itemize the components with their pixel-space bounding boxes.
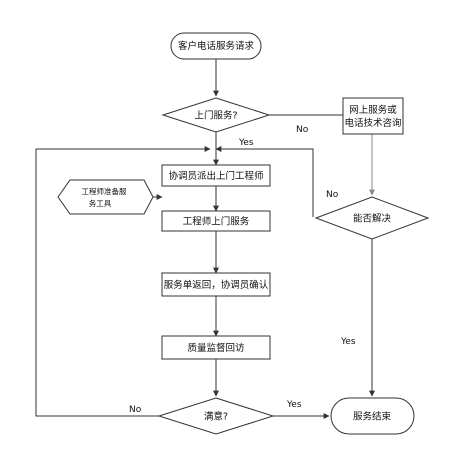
engineer-prep-label-line2: 务工具	[89, 198, 112, 208]
end-label: 服务结束	[353, 411, 392, 423]
end-node	[330, 397, 415, 435]
dispatch-label: 协调员派出上门工程师	[168, 170, 263, 182]
start-node	[170, 32, 262, 60]
return-confirm-box	[161, 272, 271, 297]
online-service-box	[342, 97, 404, 135]
no-label-satisfied: No	[129, 405, 142, 415]
decision-solved	[314, 196, 430, 240]
no-label-solved: No	[326, 190, 339, 200]
decision-onsite	[161, 97, 271, 133]
onsite-service-label: 工程师上门服务	[183, 216, 250, 228]
quality-followup-box	[161, 335, 271, 360]
yes-label-solved: Yes	[340, 337, 356, 347]
decision-onsite-label: 上门服务?	[194, 110, 237, 122]
engineer-prep-label-line1: 工程师准备服	[82, 186, 127, 196]
quality-followup-label: 质量监督回访	[187, 342, 245, 354]
connectors	[35, 59, 375, 419]
return-confirm-label: 服务单返回，协调员确认	[164, 279, 269, 291]
engineer-prep-box	[57, 179, 154, 215]
yes-label-satisfied: Yes	[286, 400, 302, 410]
decision-solved-label: 能否解决	[353, 213, 392, 225]
start-label: 客户电话服务请求	[178, 40, 255, 52]
dispatch-box	[161, 164, 271, 187]
edge-satisfied-no	[35, 146, 211, 417]
online-service-label-line1: 网上服务或	[349, 104, 397, 116]
no-label-onsite: No	[296, 125, 309, 135]
decision-satisfied	[157, 397, 275, 435]
online-service-label-line2: 电话技术咨询	[344, 117, 401, 129]
edge-solved-no	[215, 146, 314, 217]
yes-label-onsite: Yes	[238, 138, 254, 148]
decision-satisfied-label: 满意?	[204, 411, 228, 423]
onsite-service-box	[161, 210, 271, 232]
